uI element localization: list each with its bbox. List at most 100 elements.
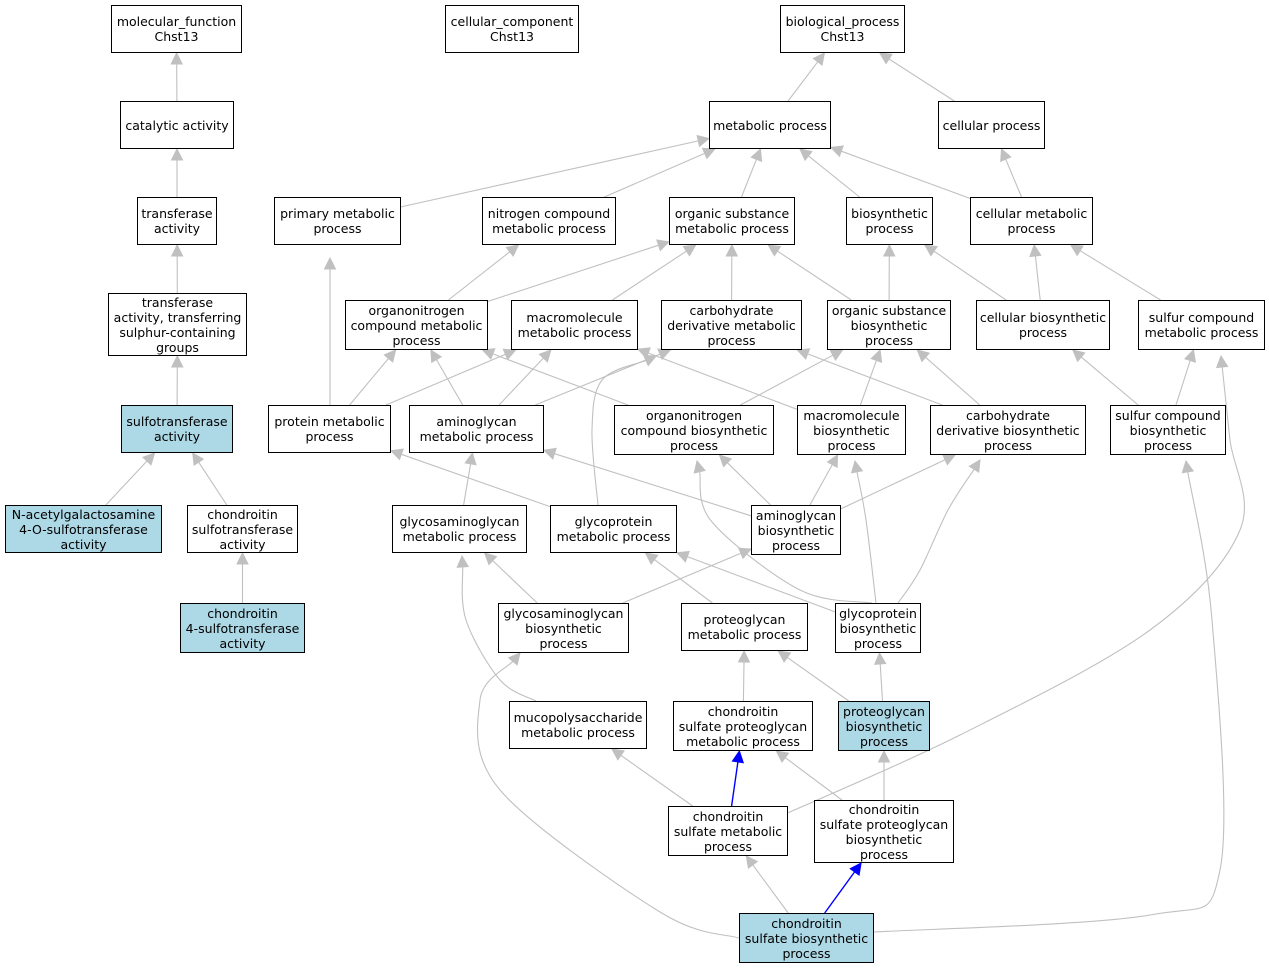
node-label-line: sulfate biosynthetic [744,930,869,946]
node-label-line: metabolic process [556,529,671,544]
edge-arrowhead [718,454,733,468]
edge-line [727,462,771,506]
node-label-line: metabolic process [419,429,534,444]
edge-arrowhead [170,243,184,257]
edge-line [897,469,975,604]
edge-arrowhead [882,243,896,257]
edge-pgb-to-pgm [777,650,850,702]
node-label-line: sulphur-containing [119,324,236,340]
edge-line [824,871,856,914]
edge-arrowhead [850,459,864,474]
node-catalytic-activity[interactable]: catalytic activity [120,101,234,149]
node-label-line: aminoglycan [436,414,517,429]
node-cellular-process[interactable]: cellular process [938,101,1045,149]
edge-arrowhead [142,452,156,466]
node-label-line: process [865,221,914,236]
edge-arrowhead [737,649,751,663]
edge-arrowhead [696,134,711,148]
node-label-line: activity [219,635,266,651]
edge-arrowhead [642,354,658,367]
edge-gam-to-agm [463,451,477,506]
node-label-line: process [707,332,756,348]
edge-line [752,864,789,914]
edge-prm-to-mmp [385,348,517,406]
node-label-line: biological_process [785,14,900,29]
edge-line [476,661,740,939]
edge-line [807,353,943,406]
edge-line [463,463,472,506]
edge-prm-to-onm [349,349,397,406]
node-label-line: organonitrogen [645,407,743,423]
edge-arrowhead [916,349,931,363]
edge-csm-to-csp [730,749,745,807]
node-label-line: process [864,332,914,348]
edge-line [740,158,758,198]
edge-scb-to-scm [1175,348,1197,406]
edge-cmp-to-met [829,145,971,199]
node-label-line: cellular metabolic [975,206,1088,221]
edge-pgb-to-gpb [873,651,887,702]
node-label-line: nitrogen compound [487,206,611,221]
edge-line [879,663,884,702]
node-label-line: macromolecule [526,310,623,325]
edge-arrowhead [878,52,893,65]
edge-arrowhead [505,244,520,258]
node-label-line: transferase [141,294,214,310]
node-metabolic-process[interactable]: metabolic process [709,101,831,149]
edge-line [699,471,873,604]
edge-line [809,464,833,506]
edge-onb-to-onm [481,348,629,406]
node-label-line: sulfate proteoglycan [819,816,949,832]
node-label-line: N-acetylgalactosamine [11,506,156,522]
edge-cat-to-mf [170,51,184,102]
edge-cdm-to-osm [725,243,739,301]
node-label-line: process [539,635,588,651]
node-label-line: Chst13 [820,29,865,44]
node-label-line: glycosaminoglycan [503,605,624,621]
edge-arrowhead [464,451,477,466]
